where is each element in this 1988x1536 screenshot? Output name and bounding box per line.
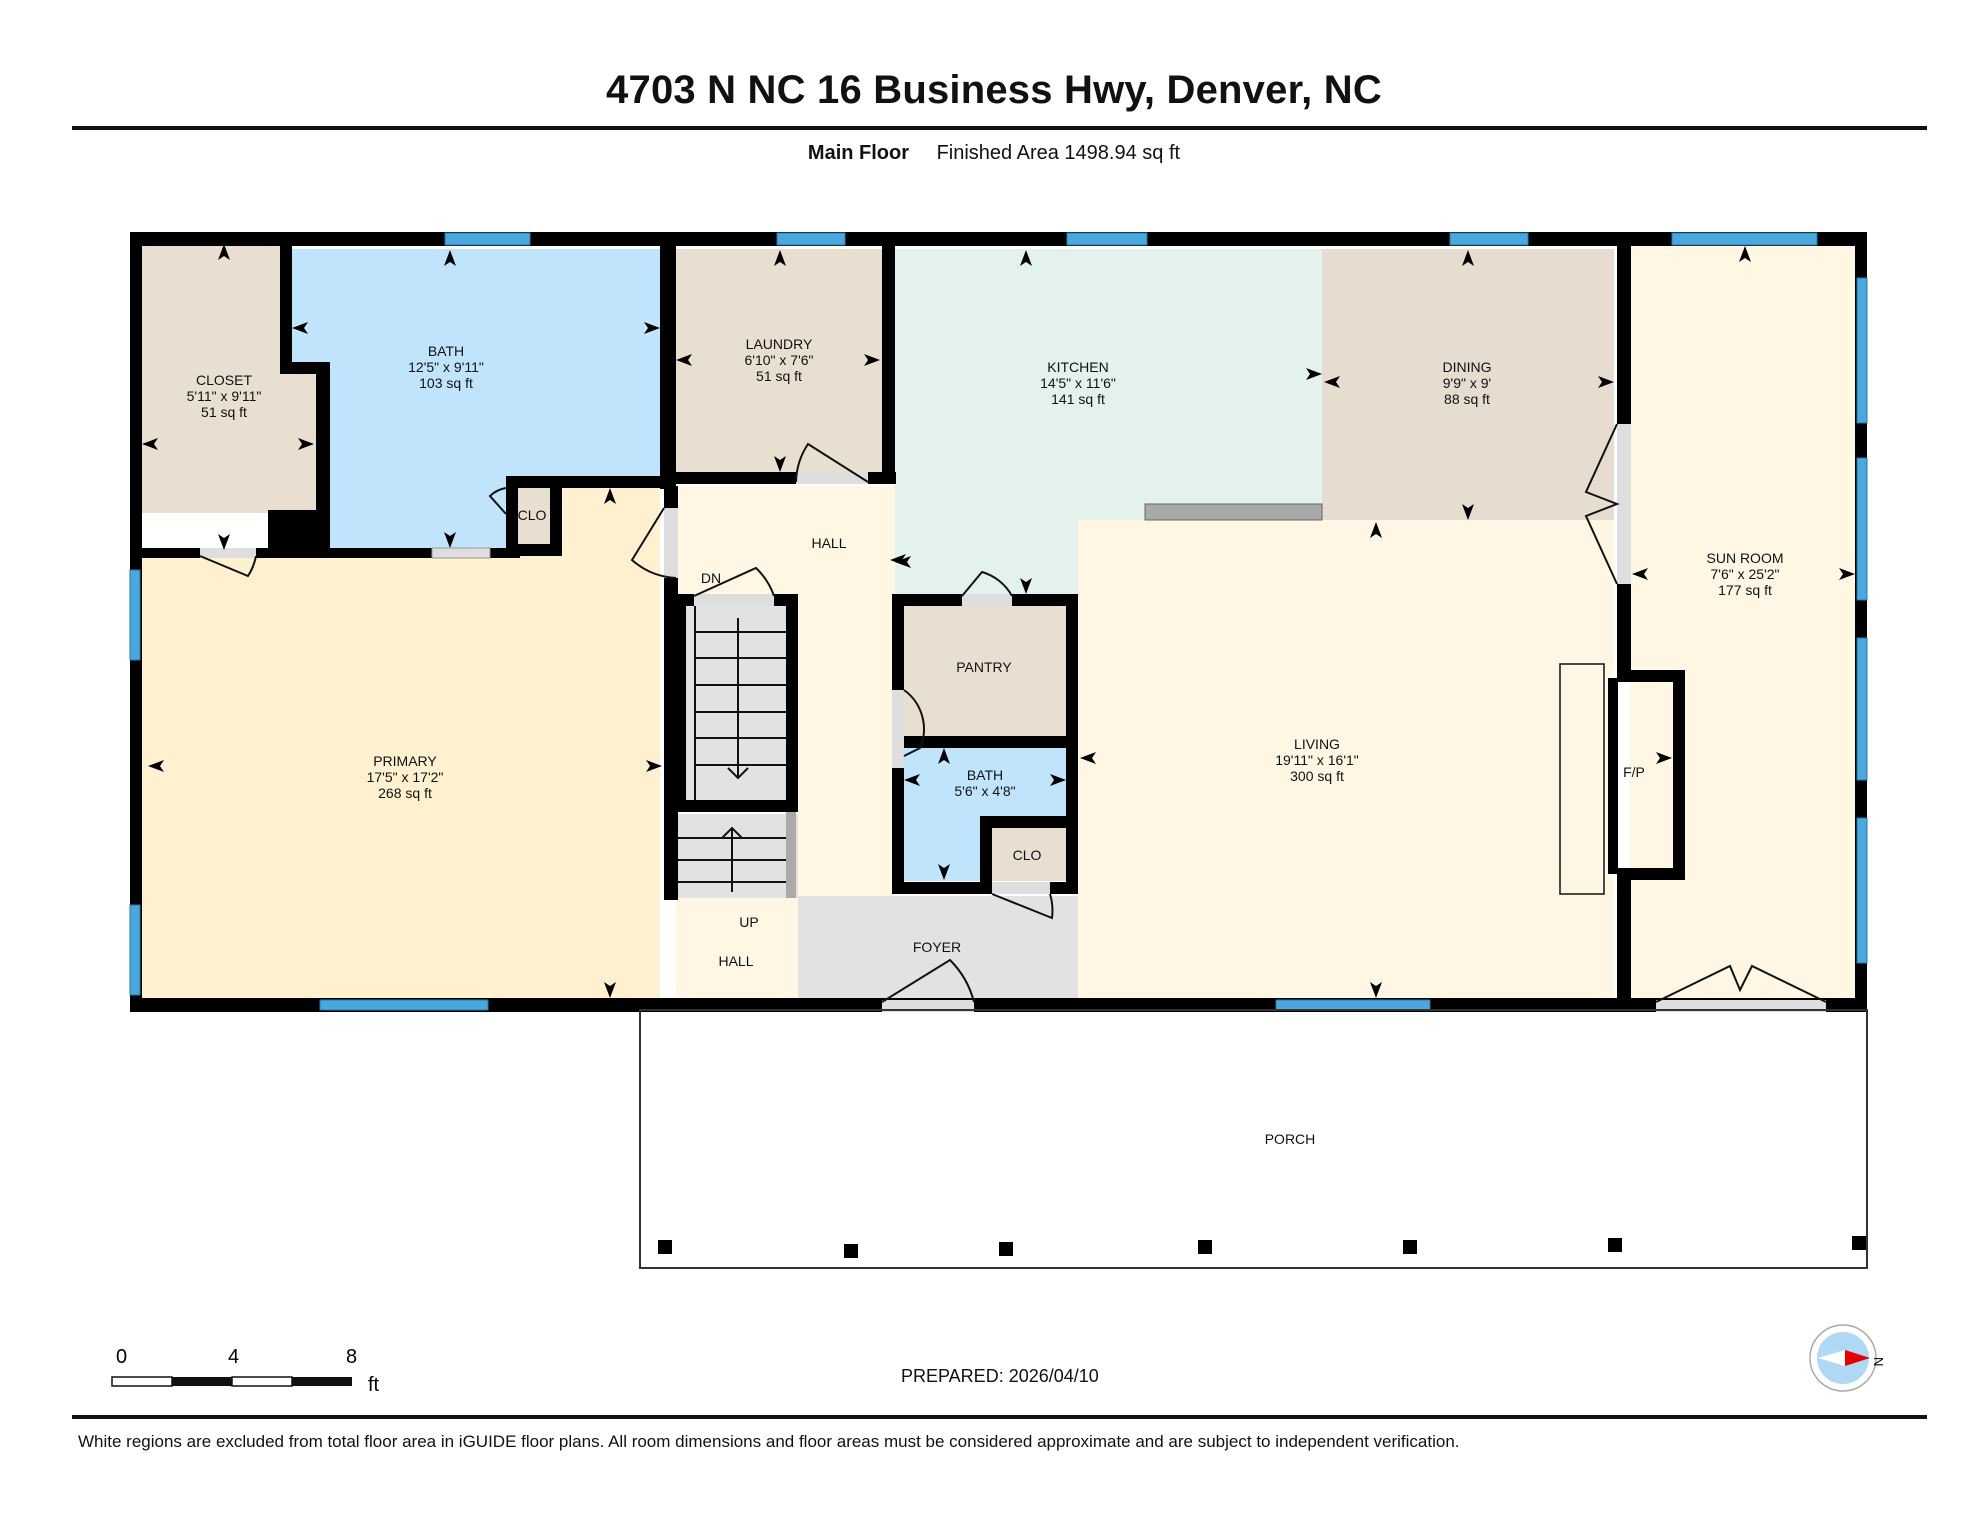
svg-text:F/P: F/P [1623, 764, 1645, 780]
svg-text:0: 0 [116, 1346, 127, 1368]
svg-text:ft: ft [368, 1374, 380, 1395]
window [1856, 457, 1868, 601]
svg-text:PANTRY: PANTRY [956, 659, 1012, 675]
door-clo-primary [488, 487, 507, 515]
room-clo-small[interactable] [990, 826, 1067, 881]
fireplace-hearth [1559, 663, 1605, 895]
window [129, 904, 141, 996]
room-foyer[interactable] [798, 896, 1078, 1000]
room-dining[interactable] [1322, 249, 1614, 520]
svg-text:HALL: HALL [718, 953, 753, 969]
door-bath-small [903, 689, 925, 757]
floor-name: Main Floor [807, 142, 910, 164]
svg-text:4: 4 [228, 1346, 239, 1368]
room-clo-primary[interactable] [516, 486, 551, 544]
room-living[interactable] [1078, 520, 1614, 1000]
window [129, 569, 141, 661]
svg-text:FOYER: FOYER [913, 939, 961, 955]
room-pantry[interactable] [903, 604, 1067, 736]
svg-text:DN: DN [701, 570, 721, 586]
door-laundry [795, 442, 869, 483]
porch-posts [658, 1236, 1866, 1258]
svg-text:CLO: CLO [518, 507, 547, 523]
door-stairs [693, 566, 775, 597]
svg-text:8: 8 [346, 1346, 357, 1368]
room-laundry[interactable] [676, 249, 882, 476]
door-sun-room-bifold [1584, 423, 1620, 585]
property-address-title: 4703 N NC 16 Business Hwy, Denver, NC [606, 68, 1382, 112]
window [1275, 999, 1431, 1011]
svg-text:PORCH: PORCH [1265, 1131, 1316, 1147]
prepared-date: PREPARED: 2026/04/10 [901, 1366, 1099, 1386]
room-closet[interactable] [140, 243, 316, 513]
door-pantry [961, 570, 1013, 597]
room-sun-room[interactable] [1630, 244, 1855, 1002]
walls [130, 232, 1867, 1012]
finished-area: Finished Area 1498.94 sq ft [936, 142, 1181, 164]
stair-treads [678, 606, 786, 892]
window [444, 232, 531, 246]
scale-bar: 0 4 8 ft [110, 1345, 410, 1396]
porch-outline [639, 1009, 1868, 1269]
stair-rail [786, 806, 796, 898]
window [319, 999, 489, 1011]
floor-summary: Main Floor Finished Area 1498.94 sq ft [0, 142, 1988, 165]
compass-north-label: N [1871, 1357, 1883, 1366]
window [1449, 232, 1529, 246]
door-closet [199, 555, 257, 578]
room-bath-small[interactable] [903, 746, 1067, 881]
window [1856, 277, 1868, 424]
window [1856, 817, 1868, 964]
stairs-up[interactable] [678, 814, 798, 898]
disclaimer-text: White regions are excluded from total fl… [78, 1432, 1460, 1451]
svg-text:CLO: CLO [1013, 847, 1042, 863]
closet-name: CLOSET [196, 372, 252, 388]
window [1856, 637, 1868, 781]
door-sun-room-french [1655, 964, 1827, 1003]
title-divider [72, 126, 1927, 130]
compass-icon: N [1808, 1323, 1886, 1398]
room-primary[interactable] [140, 486, 660, 1000]
room-fills [140, 243, 1855, 1002]
svg-text:UP: UP [739, 914, 758, 930]
window [776, 232, 846, 246]
window [1066, 232, 1148, 246]
svg-text:HALL: HALL [811, 535, 846, 551]
room-hall-lower[interactable] [676, 898, 798, 1000]
door-primary [630, 507, 677, 579]
footer-divider [72, 1415, 1927, 1419]
door-clo-small [991, 893, 1054, 920]
window [1671, 232, 1818, 246]
door-front [881, 958, 975, 1003]
dimension-markers [142, 244, 1855, 998]
windows [129, 232, 1868, 1011]
